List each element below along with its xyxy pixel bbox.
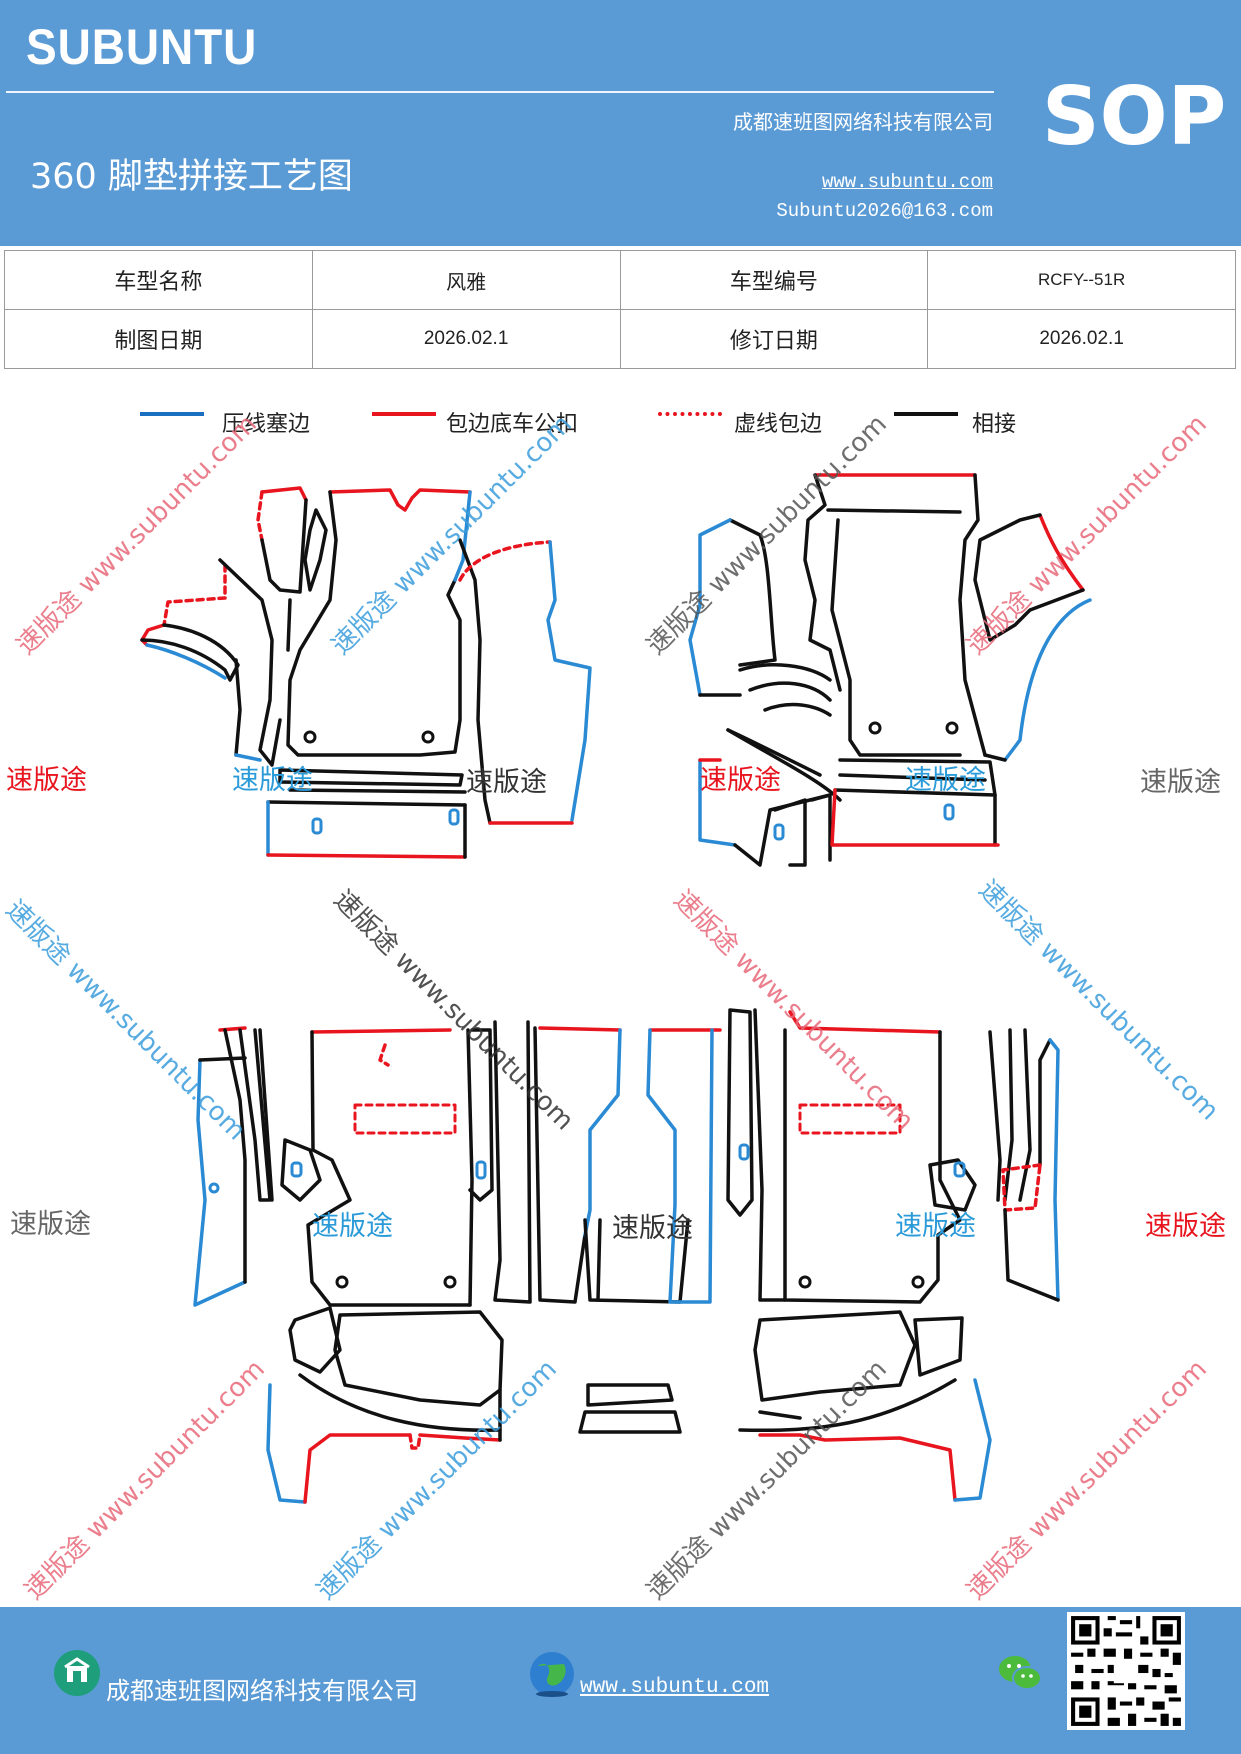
wechat-icon bbox=[999, 1656, 1042, 1690]
legend-swatch bbox=[658, 412, 722, 416]
watermark-label: 速版途 bbox=[10, 1209, 91, 1240]
rear-center-mat-group bbox=[578, 1218, 690, 1434]
legend-label: 虚线包边 bbox=[734, 412, 823, 437]
globe-icon bbox=[530, 1652, 574, 1697]
watermark-label: 速版途 bbox=[466, 767, 547, 798]
table-cell: 制图日期 bbox=[4, 309, 313, 369]
rear-left-mat-group bbox=[193, 1020, 622, 1504]
footer-website-link[interactable]: www.subuntu.com bbox=[580, 1676, 770, 1699]
legend-swatch bbox=[894, 412, 958, 416]
table-cell: RCFY--51R bbox=[927, 250, 1236, 310]
legend-label: 压线塞边 bbox=[222, 412, 311, 437]
table-cell: 修订日期 bbox=[619, 309, 929, 369]
floor-mat-diagram bbox=[140, 473, 1092, 1504]
table-cell: 车型编号 bbox=[619, 250, 929, 310]
table-cell: 风雅 bbox=[311, 250, 621, 310]
watermark-label: 速版途 bbox=[1140, 767, 1221, 798]
table-cell: 2026.02.1 bbox=[927, 309, 1236, 369]
legend-swatch bbox=[372, 412, 436, 416]
table-row: 制图日期 2026.02.1 修订日期 2026.02.1 bbox=[4, 309, 1236, 369]
page-title: 360 脚垫拼接工艺图 bbox=[30, 157, 353, 197]
table-cell: 车型名称 bbox=[4, 250, 313, 310]
legend-swatch bbox=[140, 412, 204, 416]
front-right-mat-group bbox=[688, 473, 1092, 867]
header-company: 成都速班图网络科技有限公司 bbox=[733, 110, 993, 134]
qr-code-pattern bbox=[1067, 1612, 1185, 1730]
header-website-link[interactable]: www.subuntu.com bbox=[821, 171, 993, 193]
table-cell: 2026.02.1 bbox=[311, 309, 621, 369]
qr-code[interactable] bbox=[1067, 1612, 1185, 1730]
rear-right-mat-group bbox=[646, 1008, 1060, 1502]
watermark-label: 速版途 bbox=[312, 1211, 393, 1242]
watermark-label: 速版途 bbox=[700, 765, 781, 796]
legend-label: 包边底车公扣 bbox=[446, 412, 579, 437]
watermark-label: 速版途 bbox=[1145, 1211, 1226, 1242]
legend-label: 相接 bbox=[972, 412, 1017, 437]
brand-logo: SUBUNTU bbox=[26, 19, 258, 75]
footer-company: 成都速班图网络科技有限公司 bbox=[106, 1677, 418, 1705]
watermark-label: 速版途 bbox=[6, 765, 87, 796]
table-row: 车型名称 风雅 车型编号 RCFY--51R bbox=[4, 250, 1236, 310]
watermark-label: 速版途 bbox=[612, 1213, 693, 1244]
info-table: 车型名称 风雅 车型编号 RCFY--51R 制图日期 2026.02.1 修订… bbox=[4, 250, 1236, 369]
watermark-label: 速版途 bbox=[232, 765, 313, 796]
watermark-label: 速版途 bbox=[895, 1211, 976, 1242]
watermark-label: 速版途 bbox=[905, 765, 986, 796]
legend: 压线塞边 包边底车公扣 虚线包边 相接 bbox=[0, 400, 1241, 440]
header-banner: SUBUNTU 360 脚垫拼接工艺图 成都速班图网络科技有限公司 www.su… bbox=[0, 0, 1241, 246]
header-email: Subuntu2026@163.com bbox=[776, 200, 993, 222]
company-icon bbox=[54, 1650, 100, 1696]
sop-badge: SOP bbox=[1042, 70, 1227, 163]
header-divider bbox=[6, 91, 994, 93]
front-left-mat-group bbox=[140, 486, 592, 859]
